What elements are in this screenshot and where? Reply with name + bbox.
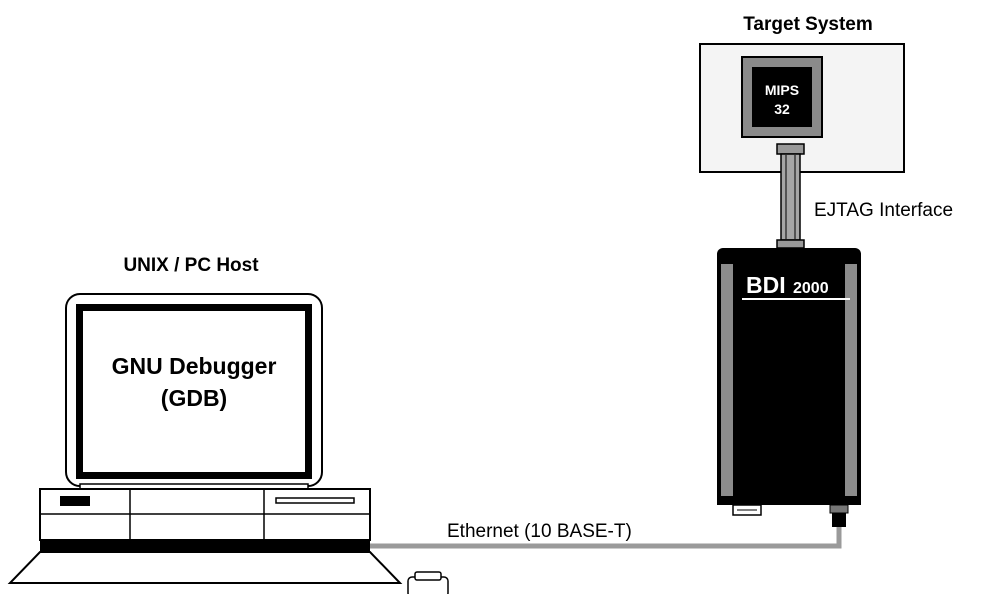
bdi-brand-label: BDI: [746, 272, 786, 298]
bdi-model-label: 2000: [793, 280, 829, 297]
chip-label-line1: MIPS: [765, 82, 799, 98]
host-title: UNIX / PC Host: [123, 255, 259, 276]
monitor: GNU Debugger (GDB): [65, 293, 323, 490]
chip-label-line2: 32: [774, 101, 790, 117]
ejtag-interface-label: EJTAG Interface: [814, 200, 953, 221]
floppy-drive-slot: [60, 496, 90, 506]
ethernet-label: Ethernet (10 BASE-T): [447, 521, 632, 542]
pc-case: [39, 488, 371, 552]
ethernet-cable: [370, 527, 842, 549]
bdi2000-box: BDI 2000: [717, 248, 861, 527]
keyboard: [7, 551, 403, 584]
target-system-title: Target System: [743, 14, 873, 35]
bdi-ethernet-port: [832, 513, 846, 527]
mips-chip: MIPS 32: [741, 56, 823, 138]
screen-text-line1: GNU Debugger: [112, 353, 277, 379]
monitor-screen: [83, 311, 305, 472]
mouse: [407, 571, 449, 594]
screen-text-line2: (GDB): [161, 385, 227, 411]
drive-bay: [275, 497, 355, 504]
ejtag-cable: [776, 143, 805, 249]
